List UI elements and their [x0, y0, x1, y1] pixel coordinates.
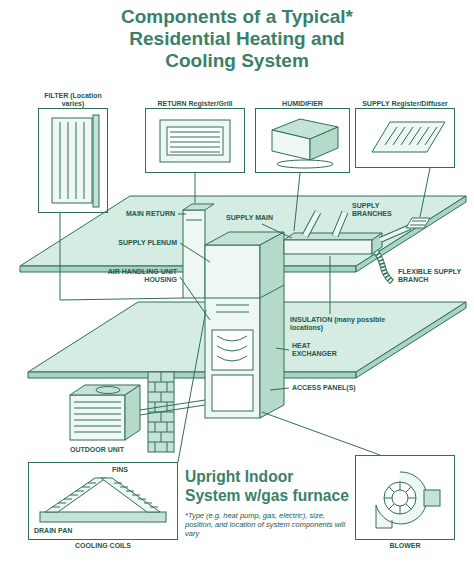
- diagram-caption: Upright Indoor System w/gas furnace: [185, 468, 350, 505]
- label-area: RETURN Register/Grill: [145, 88, 245, 108]
- part-label: AIR HANDLING UNIT HOUSING: [95, 268, 177, 285]
- inset-label: FILTER (Location varies): [38, 92, 108, 108]
- inset-label: RETURN Register/Grill: [157, 100, 232, 108]
- inset-panel: FILTER (Location varies): [38, 88, 108, 213]
- label-area: SUPPLY Register/Diffuser: [355, 88, 455, 108]
- part-label: FLEXIBLE SUPPLY BRANCH: [398, 268, 466, 285]
- inset-frame: [145, 108, 245, 173]
- label-area: HUMIDIFIER: [255, 88, 350, 108]
- part-label: INSULATION (many possible locations): [290, 316, 390, 333]
- inset-frame: [355, 455, 455, 540]
- inset-panel: SUPPLY Register/Diffuser: [355, 88, 455, 168]
- part-label: DRAIN PAN: [34, 527, 94, 535]
- inset-frame: [355, 108, 455, 168]
- inset-label: COOLING COILS: [75, 542, 131, 550]
- part-label: SUPPLY MAIN: [226, 214, 286, 222]
- label-area: FILTER (Location varies): [38, 88, 108, 108]
- part-label: HEAT EXCHANGER: [292, 342, 352, 359]
- part-label: SUPPLY BRANCHES: [352, 202, 397, 219]
- label-area: BLOWER: [355, 540, 455, 555]
- diagram-title: Components of a Typical* Residential Hea…: [92, 6, 382, 72]
- inset-label: BLOWER: [389, 542, 420, 550]
- inset-panel: COOLING COILS: [28, 462, 178, 555]
- part-label: ACCESS PANEL(S): [292, 384, 372, 392]
- inset-frame: [38, 108, 108, 213]
- inset-panel: BLOWER: [355, 455, 455, 555]
- part-label: MAIN RETURN: [100, 210, 175, 218]
- inset-label: SUPPLY Register/Diffuser: [362, 100, 448, 108]
- part-label: FINS: [112, 466, 152, 474]
- inset-label: HUMIDIFIER: [282, 100, 323, 108]
- inset-frame: [255, 108, 350, 173]
- inset-panel: RETURN Register/Grill: [145, 88, 245, 173]
- footnote: *Type (e.g. heat pump, gas, electric), s…: [185, 511, 350, 538]
- label-area: COOLING COILS: [28, 540, 178, 555]
- part-label: SUPPLY PLENUM: [95, 239, 177, 247]
- inset-panel: HUMIDIFIER: [255, 88, 350, 173]
- part-label: OUTDOOR UNIT: [70, 446, 150, 454]
